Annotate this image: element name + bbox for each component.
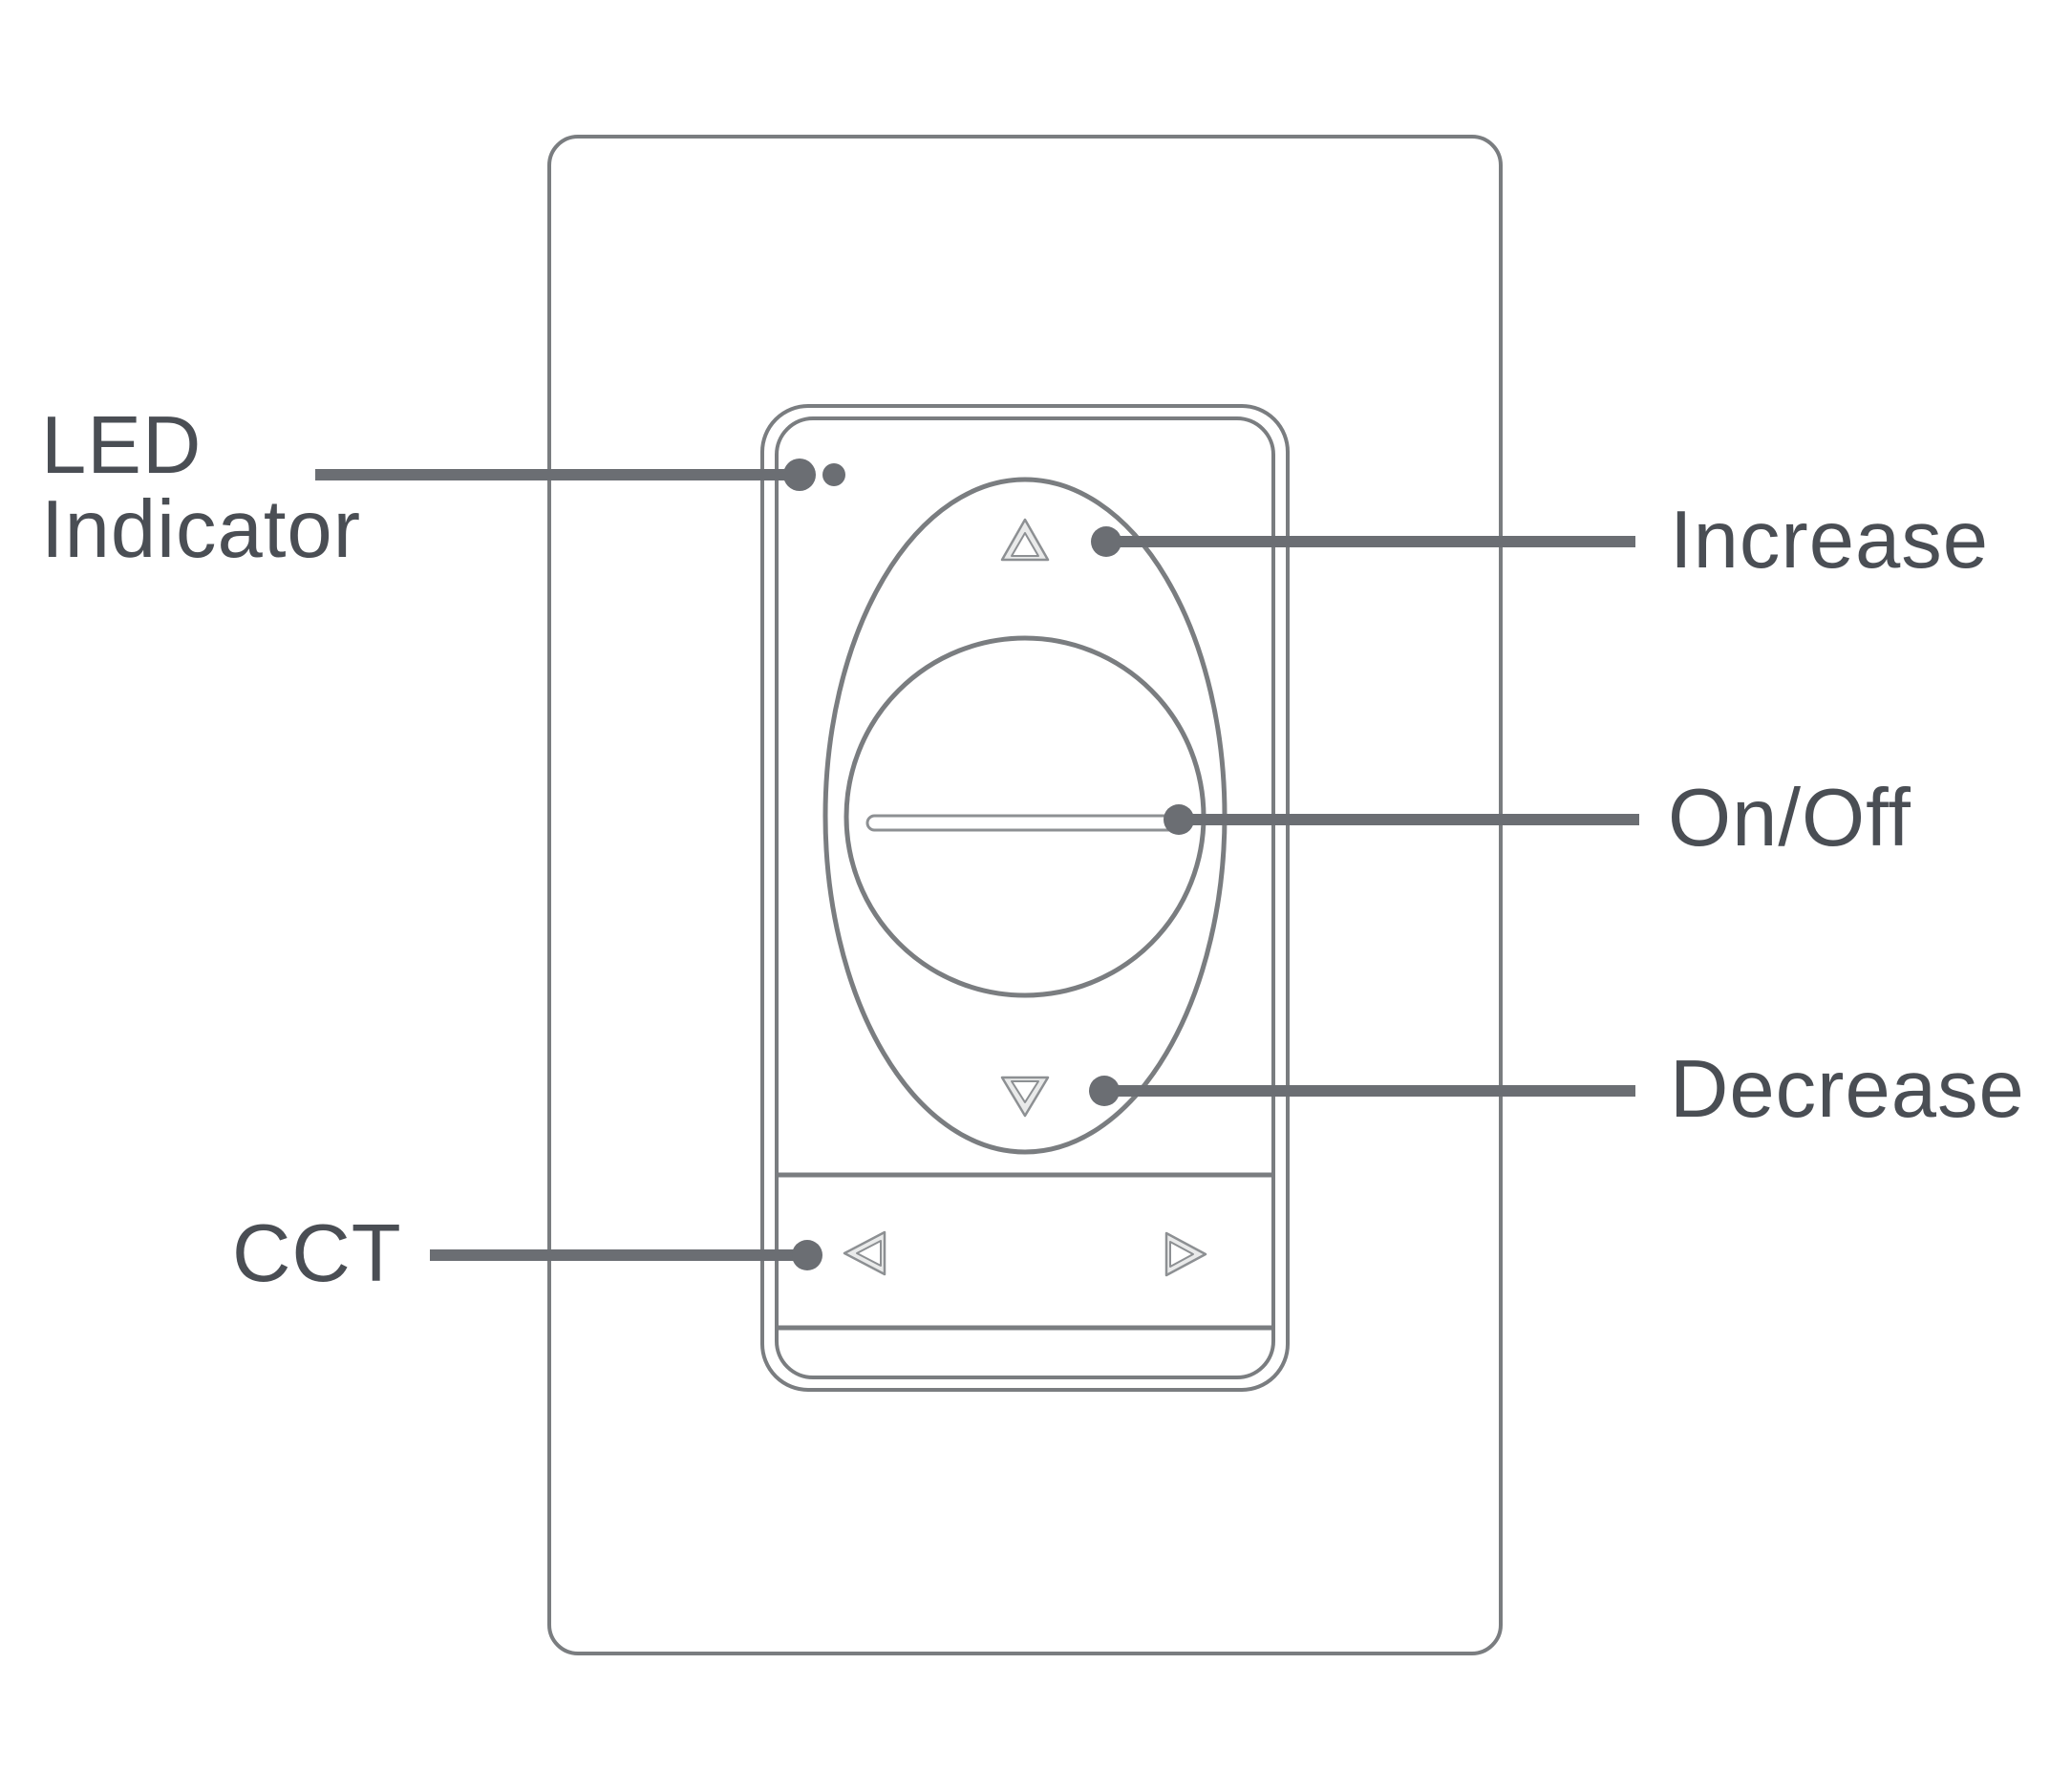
triangle-down-icon — [1000, 1076, 1050, 1118]
cct-leader-line — [430, 1240, 822, 1270]
increase-leader-line — [1091, 526, 1635, 557]
decrease-label: Decrease — [1670, 1044, 2025, 1135]
led-indicator-label: LED Indicator — [41, 404, 361, 572]
on-off-leader-line — [1164, 804, 1639, 835]
wall-plate — [547, 135, 1503, 1655]
decrease-leader-line — [1089, 1076, 1635, 1106]
on-off-label: On/Off — [1668, 773, 1911, 864]
led-indicator-label-line1: LED — [41, 400, 203, 491]
triangle-right-icon — [1164, 1231, 1207, 1277]
triangle-up-icon — [1000, 518, 1050, 562]
triangle-left-icon — [843, 1230, 886, 1276]
led-indicator-label-line2: Indicator — [41, 484, 362, 575]
rocker-inner-edge — [775, 416, 1275, 1379]
increase-label: Increase — [1670, 495, 1990, 586]
cct-label: CCT — [232, 1208, 402, 1299]
rocker-outer-edge — [760, 404, 1290, 1392]
knob-slot — [865, 814, 1181, 832]
